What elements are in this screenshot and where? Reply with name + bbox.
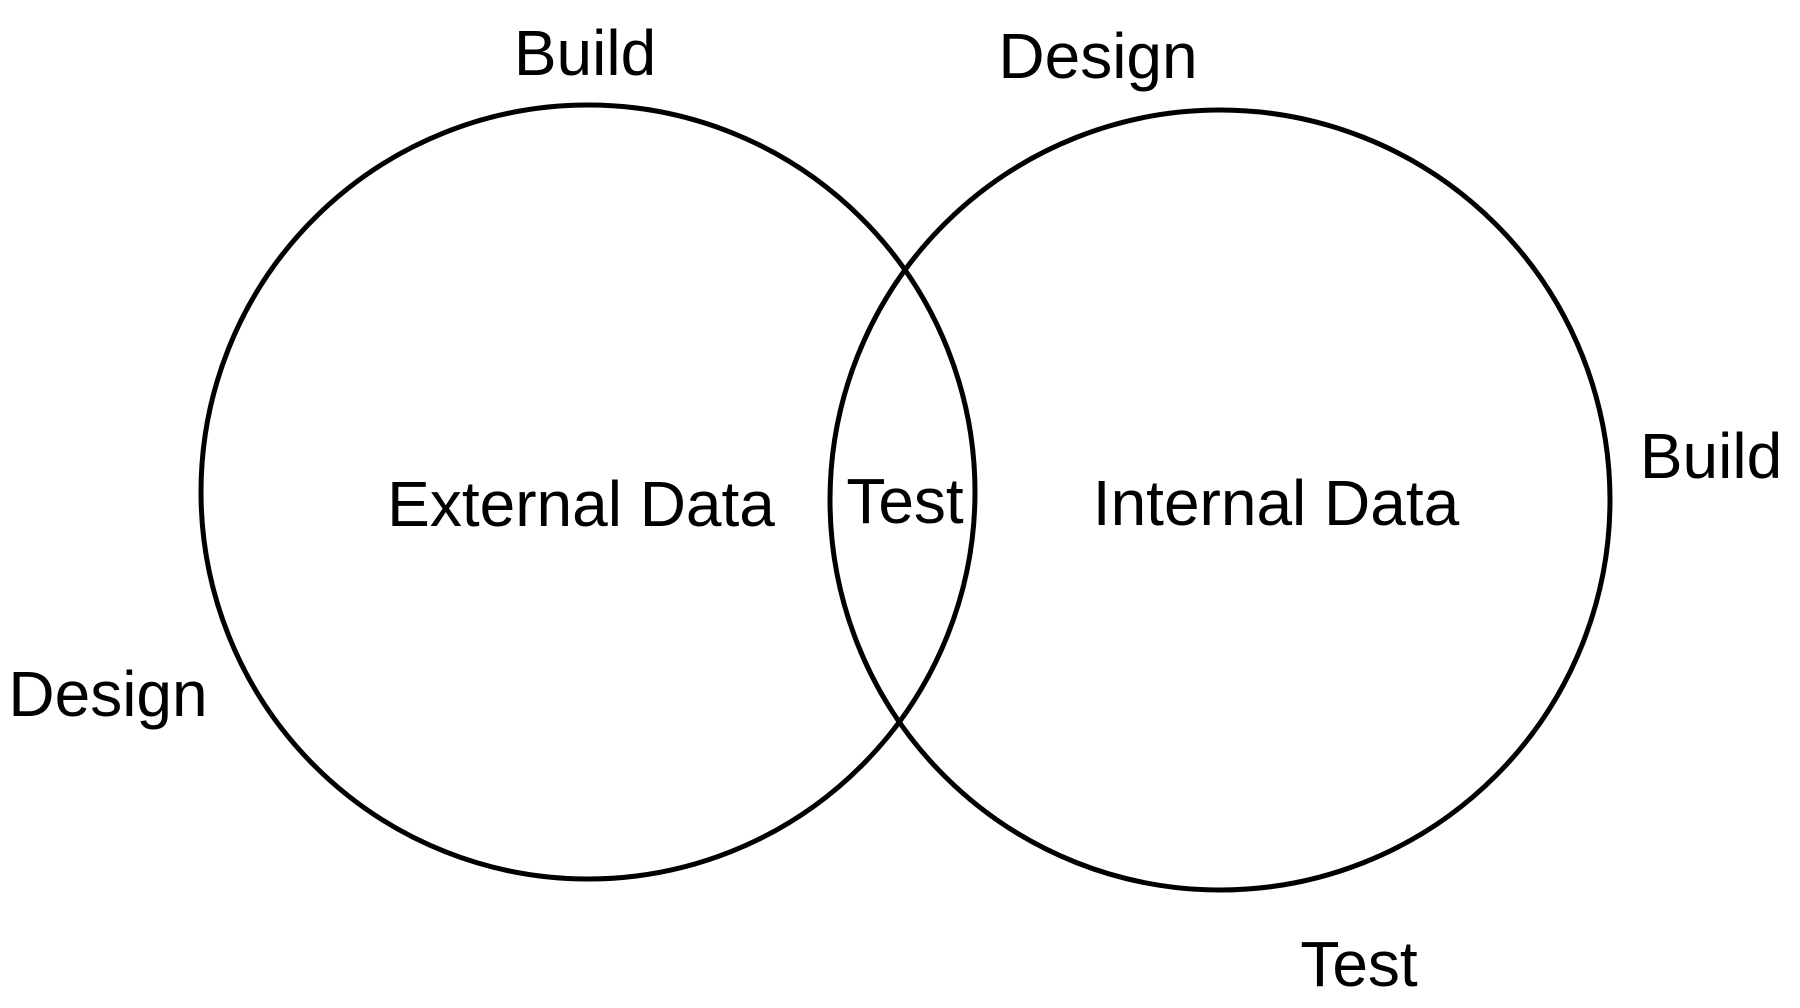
label-build-right: Build xyxy=(1639,420,1783,492)
left-circle-outline xyxy=(198,102,978,882)
label-design-top: Design xyxy=(998,20,1198,92)
right-circle-outline xyxy=(827,107,1613,893)
label-internal-data-region: Internal Data xyxy=(1092,467,1460,539)
label-test-intersection: Test xyxy=(846,465,964,537)
label-test-bottom: Test xyxy=(1300,928,1418,1000)
label-build-top: Build xyxy=(513,17,657,89)
label-external-data-region: External Data xyxy=(387,468,775,540)
label-design-bottom-left: Design xyxy=(8,658,208,730)
